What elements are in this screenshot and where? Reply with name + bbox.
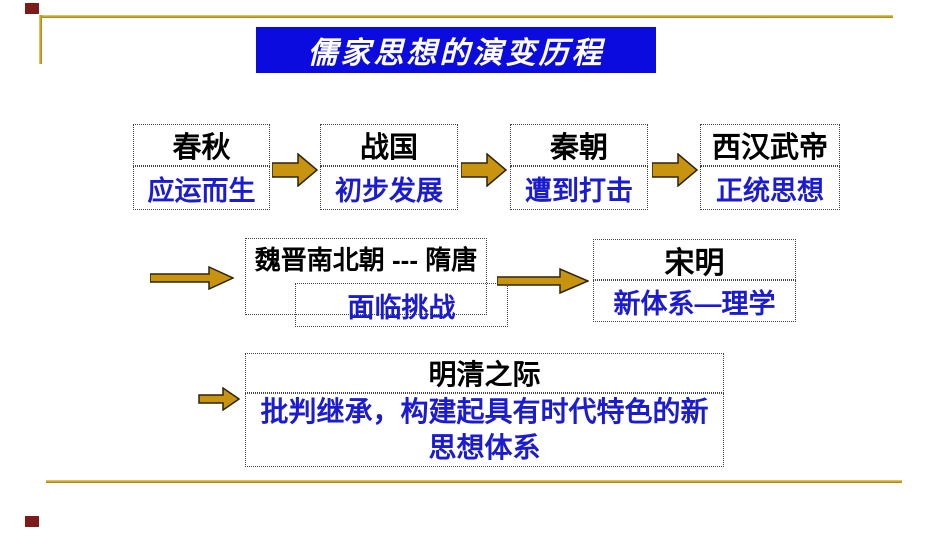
frame-line-bottom: [46, 480, 902, 483]
status-label: 正统思想: [716, 175, 824, 206]
period-box-weijin: 魏晋南北朝 --- 隋唐: [245, 238, 487, 315]
period-box-zhanguo: 战国: [320, 124, 458, 166]
status-label: 新体系—理学: [613, 288, 776, 319]
period-box-chunqiu: 春秋: [133, 124, 270, 166]
right-arrow-icon: [652, 153, 698, 187]
corner-square-bottom: [25, 516, 39, 527]
status-box-zhanguo: 初步发展: [320, 166, 458, 210]
status-box-qinchao: 遭到打击: [510, 166, 648, 210]
right-arrow-icon: [461, 153, 507, 187]
status-label: 遭到打击: [525, 175, 633, 206]
period-box-mingqing: 明清之际: [245, 353, 724, 393]
slide-title-text: 儒家思想的演变历程: [307, 37, 605, 70]
period-label: 明清之际: [428, 359, 541, 390]
frame-line-left: [39, 15, 42, 64]
period-box-xihan: 西汉武帝: [700, 124, 840, 166]
period-label: 春秋: [172, 132, 231, 164]
period-label: 秦朝: [549, 132, 608, 164]
period-label: 西汉武帝: [711, 132, 828, 164]
status-box-songming: 新体系—理学: [593, 280, 796, 322]
slide-title: 儒家思想的演变历程: [256, 27, 656, 73]
right-arrow-icon: [198, 387, 240, 411]
status-box-chunqiu: 应运而生: [133, 166, 270, 210]
period-box-qinchao: 秦朝: [510, 124, 648, 166]
period-label: 魏晋南北朝 --- 隋唐: [254, 245, 478, 275]
right-arrow-icon: [150, 266, 234, 290]
status-box-weijin: 面临挑战: [295, 283, 508, 327]
period-label: 宋明: [664, 246, 725, 280]
status-label: 应运而生: [147, 175, 256, 206]
right-arrow-icon: [272, 153, 318, 187]
status-box-xihan: 正统思想: [700, 166, 840, 210]
status-box-mingqing: 批判继承，构建起具有时代特色的新思想体系: [245, 393, 724, 467]
status-label: 面临挑战: [347, 292, 456, 323]
corner-square-top: [25, 3, 39, 14]
period-box-songming: 宋明: [593, 239, 796, 280]
status-label: 批判继承，构建起具有时代特色的新思想体系: [260, 396, 709, 463]
status-label: 初步发展: [335, 175, 443, 206]
right-arrow-icon: [497, 268, 589, 294]
frame-line-top: [39, 15, 893, 18]
period-label: 战国: [359, 132, 418, 164]
